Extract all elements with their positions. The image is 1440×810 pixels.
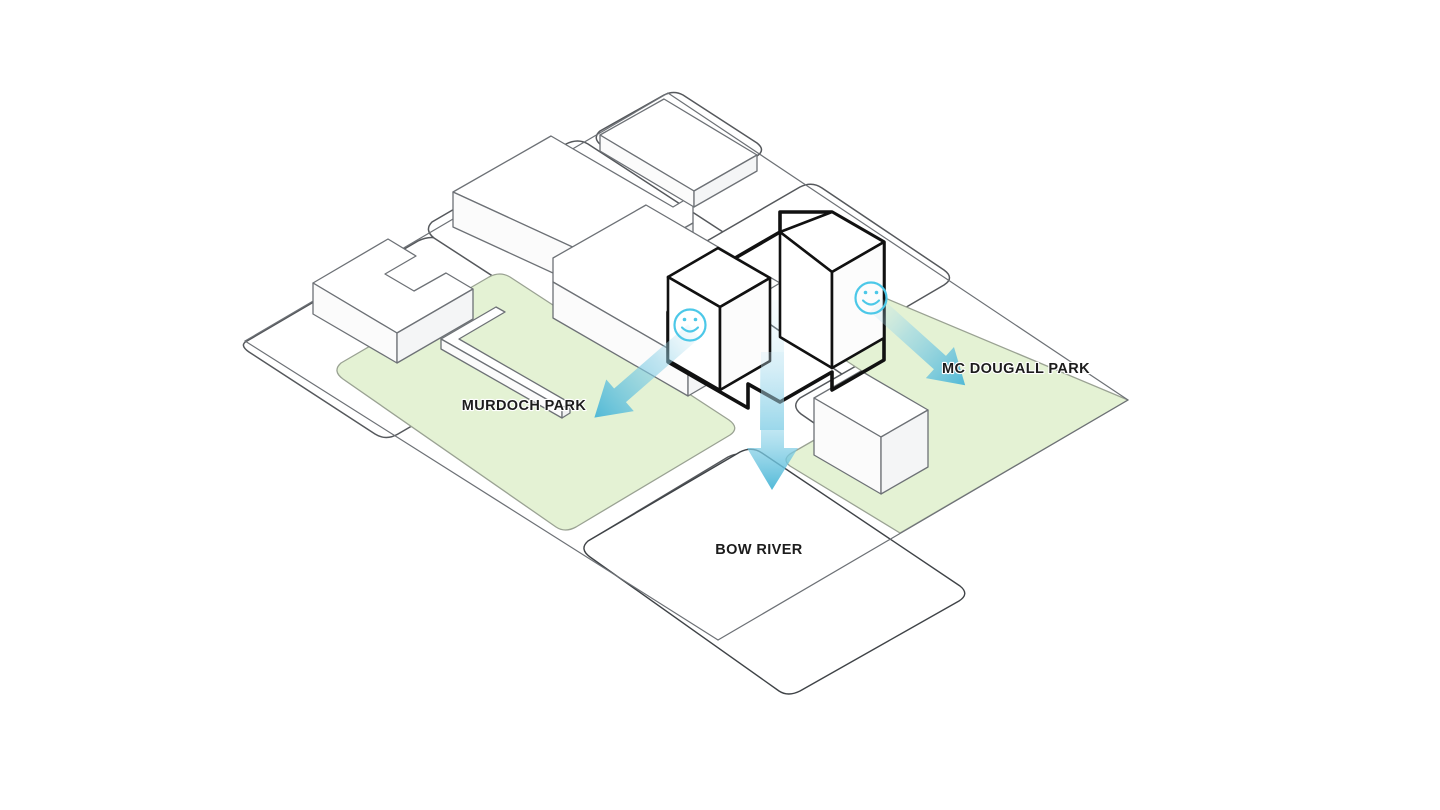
map-labels-layer: MURDOCH PARK MC DOUGALL PARK BOW RIVER [461, 360, 1091, 559]
arrow-bow-river-body [747, 352, 798, 490]
smiley-mouth-icon [680, 326, 700, 333]
label-murdoch-park: MURDOCH PARK [462, 398, 587, 414]
smiley-eye-left-icon [863, 290, 868, 295]
view-arrows-layer [581, 289, 979, 490]
label-bow-river: BOW RIVER [715, 542, 803, 558]
viewpoint-east[interactable] [854, 281, 888, 315]
smiley-mouth-icon [861, 299, 881, 306]
context-nw-wall-right [396, 288, 474, 364]
smiley-face-icon [673, 308, 707, 342]
context-ne-wall-right [693, 154, 758, 208]
context-block-ne-slab[interactable] [599, 98, 758, 208]
road-line-diagonal-se [717, 399, 1129, 641]
road-line-diagonal-ne [667, 92, 1129, 401]
arrow-to-mc-dougall-park[interactable] [862, 289, 979, 401]
smiley-eye-right-icon [693, 317, 698, 322]
pavilion-wall-right [561, 402, 571, 419]
arrow-to-murdoch-park[interactable] [581, 315, 708, 433]
road-line-diagonal-s [244, 340, 719, 641]
arrow-to-bow-river[interactable] [747, 352, 798, 490]
viewpoint-west[interactable] [673, 308, 707, 342]
context-se-wall-right [880, 409, 929, 495]
arrow-murdoch-body [594, 324, 700, 418]
context-block-se-bar[interactable] [813, 370, 929, 495]
smiley-eye-right-icon [874, 290, 879, 295]
tower-north[interactable] [778, 210, 886, 370]
viewpoint-markers-layer [673, 281, 888, 342]
site-boundary-outline [666, 210, 886, 410]
context-block-nw-l[interactable] [312, 238, 474, 364]
label-mc-dougall-park: MC DOUGALL PARK [942, 361, 1090, 377]
smiley-eye-left-icon [682, 317, 687, 322]
arrow-mcdougall-body [869, 298, 966, 386]
smiley-face-icon [854, 281, 888, 315]
park-pavilion-murdoch[interactable] [440, 306, 571, 419]
